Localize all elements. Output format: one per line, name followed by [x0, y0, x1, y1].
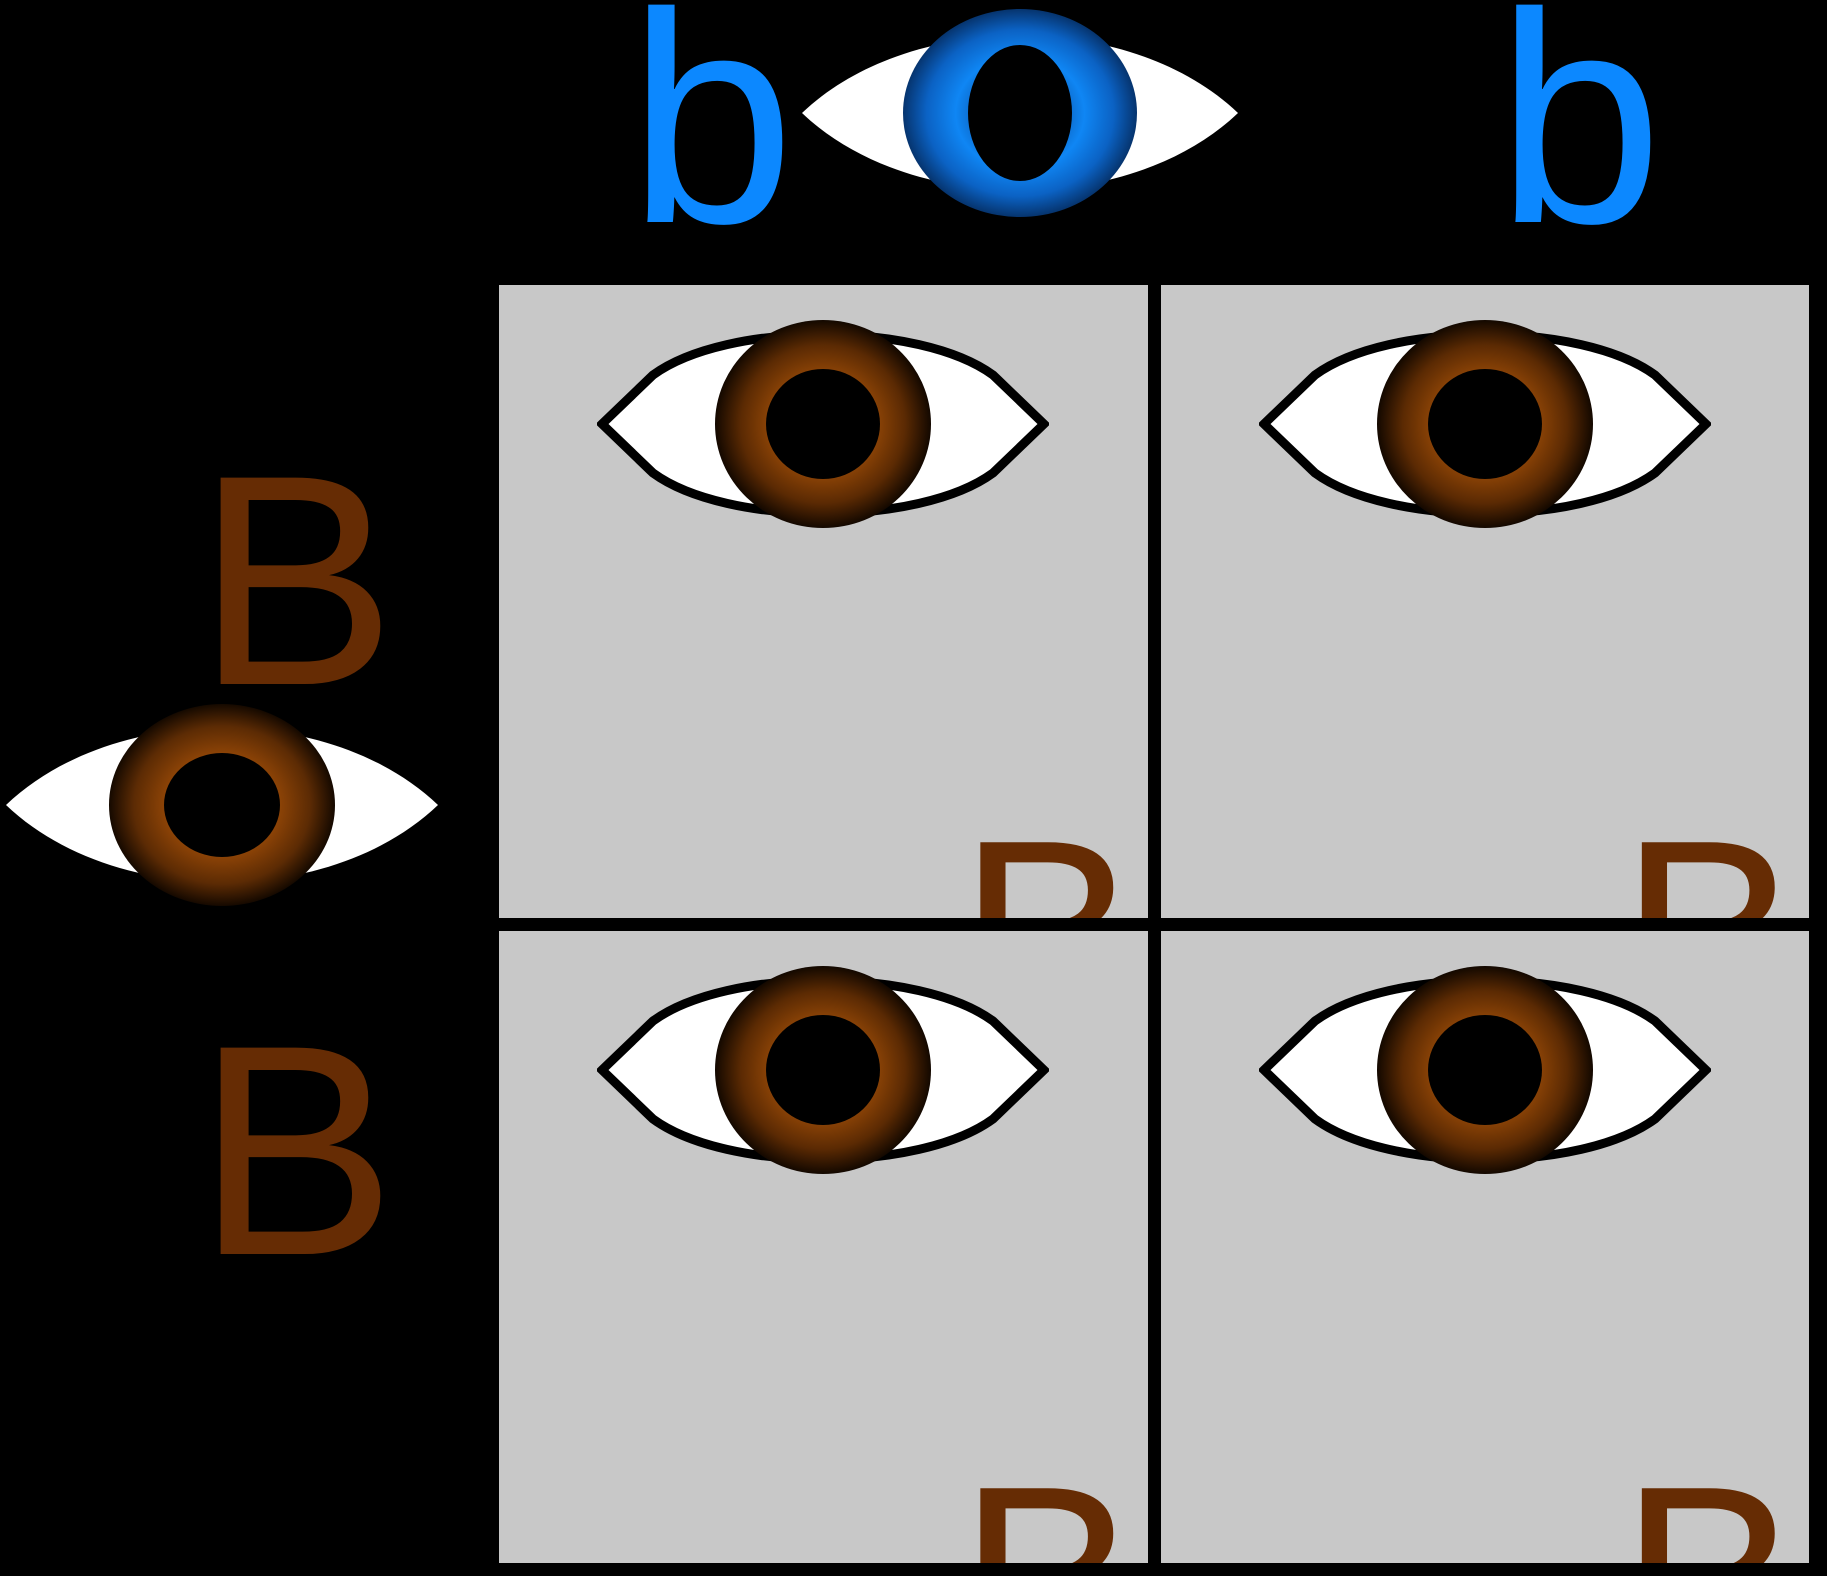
- genotype-dominant-allele: B: [958, 1431, 1138, 1563]
- offspring-brown-eye-icon: [597, 313, 1050, 535]
- top-parent-allele-left: b: [628, 0, 795, 286]
- punnett-grid: Bb Bb: [493, 279, 1815, 1569]
- offspring-genotype-r1c2: Bb: [1161, 531, 1809, 918]
- genotype-recessive-allele: b: [1138, 785, 1147, 918]
- left-parent-allele-bottom: B: [196, 982, 397, 1318]
- genotype-recessive-allele: b: [1800, 1431, 1809, 1563]
- punnett-cell-r1c2[interactable]: Bb: [1160, 285, 1809, 918]
- top-parent-allele-right: b: [1496, 0, 1663, 286]
- offspring-genotype-r2c2: Bb: [1161, 1177, 1809, 1563]
- genotype-dominant-allele: B: [1620, 785, 1800, 918]
- genotype-dominant-allele: B: [1620, 1431, 1800, 1563]
- punnett-cell-r2c1[interactable]: Bb: [499, 930, 1148, 1563]
- offspring-genotype-r2c1: Bb: [499, 1177, 1147, 1563]
- genotype-dominant-allele: B: [958, 785, 1138, 918]
- top-parent-blue-eye-icon: [800, 8, 1240, 218]
- genotype-recessive-allele: b: [1138, 1431, 1147, 1563]
- punnett-cell-r2c2[interactable]: Bb: [1160, 930, 1809, 1563]
- left-parent-brown-eye-icon: [4, 700, 442, 910]
- offspring-brown-eye-icon: [1258, 959, 1711, 1181]
- left-parent-allele-top: B: [196, 412, 397, 748]
- punnett-cell-r1c1[interactable]: Bb: [499, 285, 1148, 918]
- offspring-genotype-r1c1: Bb: [499, 531, 1147, 918]
- offspring-brown-eye-icon: [1258, 313, 1711, 535]
- offspring-brown-eye-icon: [597, 959, 1050, 1181]
- genotype-recessive-allele: b: [1800, 785, 1809, 918]
